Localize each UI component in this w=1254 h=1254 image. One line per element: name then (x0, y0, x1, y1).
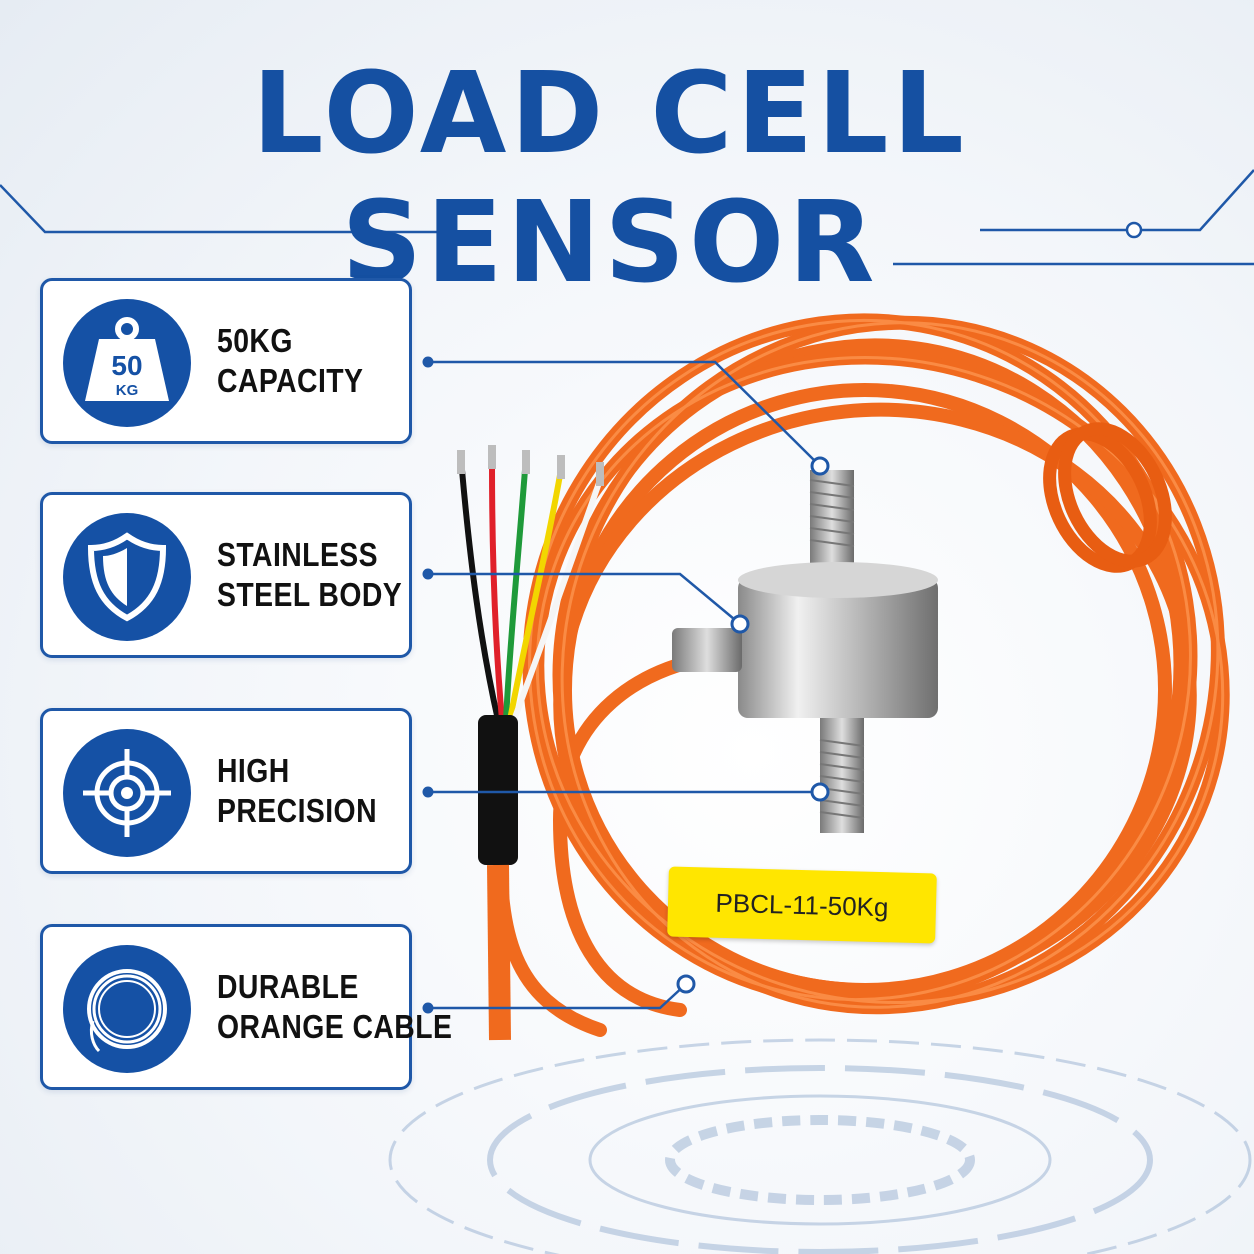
feature-line1: STAINLESS (217, 536, 379, 573)
feature-card-capacity: 50 KG 50KG CAPACITY (40, 278, 412, 444)
feature-label-precision: HIGH PRECISION (217, 751, 380, 831)
cable-coil-icon (63, 945, 191, 1073)
feature-line2: ORANGE CABLE (217, 1008, 453, 1045)
feature-label-capacity: 50KG CAPACITY (217, 321, 380, 401)
weight-icon: 50 KG (63, 299, 191, 427)
weight-badge-unit: KG (116, 382, 139, 399)
feature-card-precision: HIGH PRECISION (40, 708, 412, 874)
feature-line2: STEEL BODY (217, 576, 403, 613)
load-cell-body (672, 470, 938, 833)
feature-line2: PRECISION (217, 792, 378, 829)
wire-ends (459, 462, 603, 723)
model-label: PBCL-11-50Kg (667, 866, 937, 944)
callout-lines (428, 360, 821, 1010)
feature-line1: DURABLE (217, 968, 359, 1005)
feature-line1: HIGH (217, 752, 290, 789)
feature-label-body: STAINLESS STEEL BODY (217, 535, 403, 615)
feature-label-cable: DURABLE ORANGE CABLE (217, 967, 453, 1047)
feature-line1: 50KG (217, 322, 293, 359)
shield-icon (63, 513, 191, 641)
page-title: LOAD CELL SENSOR (252, 49, 968, 308)
feature-card-cable: DURABLE ORANGE CABLE (40, 924, 453, 1090)
target-icon (63, 729, 191, 857)
weight-badge-number: 50 (111, 350, 142, 381)
feature-line2: CAPACITY (217, 362, 364, 399)
feature-card-body: STAINLESS STEEL BODY (40, 492, 412, 658)
